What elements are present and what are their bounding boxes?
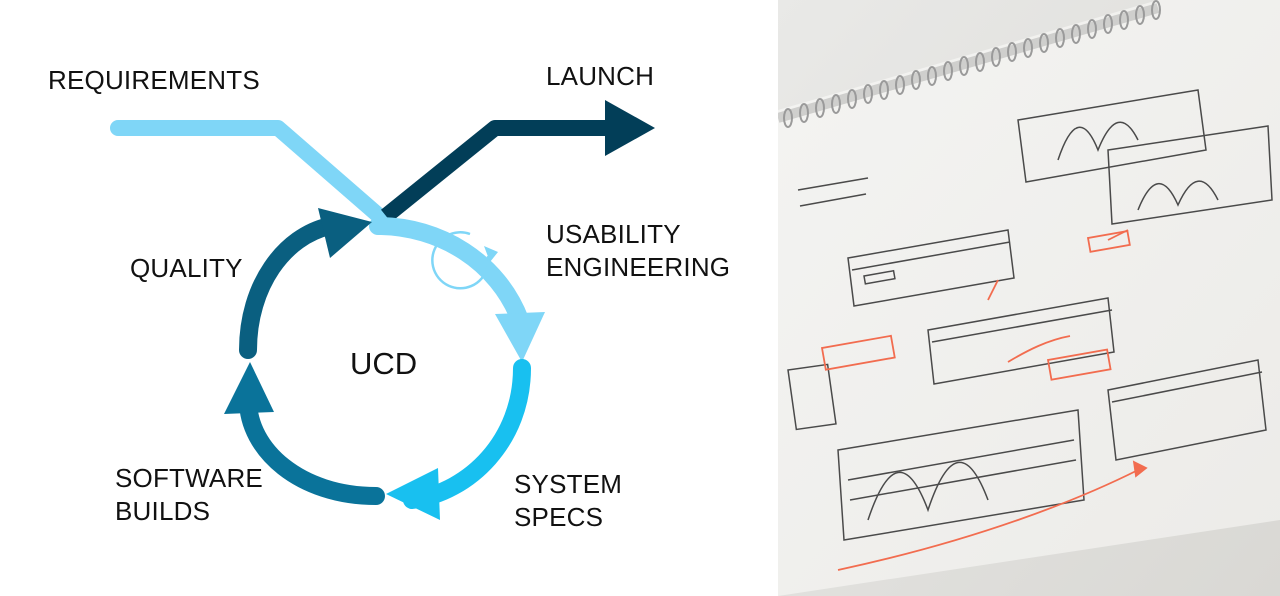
usability-arrow-head xyxy=(495,312,545,362)
cycle-icon xyxy=(431,231,498,290)
label-software-builds: SOFTWARE BUILDS xyxy=(115,463,263,526)
label-usability-engineering: USABILITY ENGINEERING xyxy=(546,219,731,282)
requirements-path xyxy=(110,120,394,230)
notebook-sketch-image xyxy=(778,0,1280,596)
label-requirements: REQUIREMENTS xyxy=(48,65,260,95)
label-ucd-center: UCD xyxy=(350,346,418,381)
specs-arrow-head xyxy=(386,468,440,520)
ucd-diagram: REQUIREMENTS LAUNCH USABILITY ENGINEERIN… xyxy=(48,61,731,532)
ucd-cycle-graphic xyxy=(110,100,655,520)
builds-arc xyxy=(239,391,385,505)
quality-arrow-head xyxy=(318,208,372,258)
notebook-sketch-photo xyxy=(778,0,1280,596)
label-system-specs: SYSTEM SPECS xyxy=(514,469,623,532)
launch-path xyxy=(380,120,610,223)
label-launch: LAUNCH xyxy=(546,61,655,91)
usability-arc xyxy=(369,217,529,329)
builds-arrow-head xyxy=(224,362,274,414)
quality-arc xyxy=(239,217,339,359)
label-quality: QUALITY xyxy=(130,253,243,283)
launch-arrow-head xyxy=(605,100,655,156)
